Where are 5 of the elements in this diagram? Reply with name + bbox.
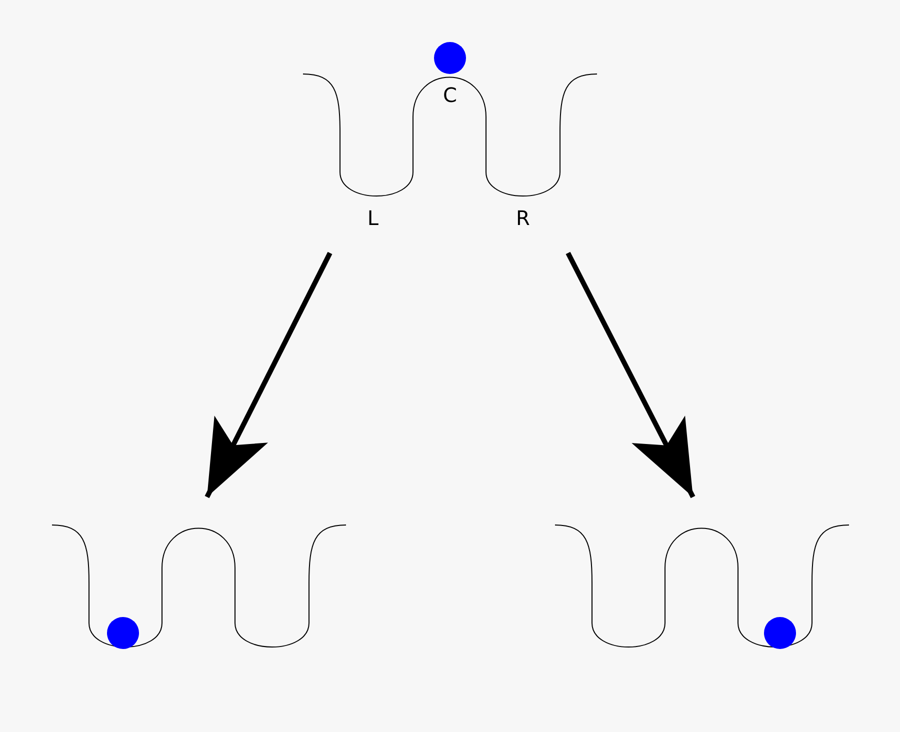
arrow	[566, 252, 696, 498]
position-label: L	[367, 206, 379, 230]
position-label: R	[516, 206, 530, 230]
position-label: C	[443, 83, 457, 107]
arrow	[204, 252, 332, 498]
